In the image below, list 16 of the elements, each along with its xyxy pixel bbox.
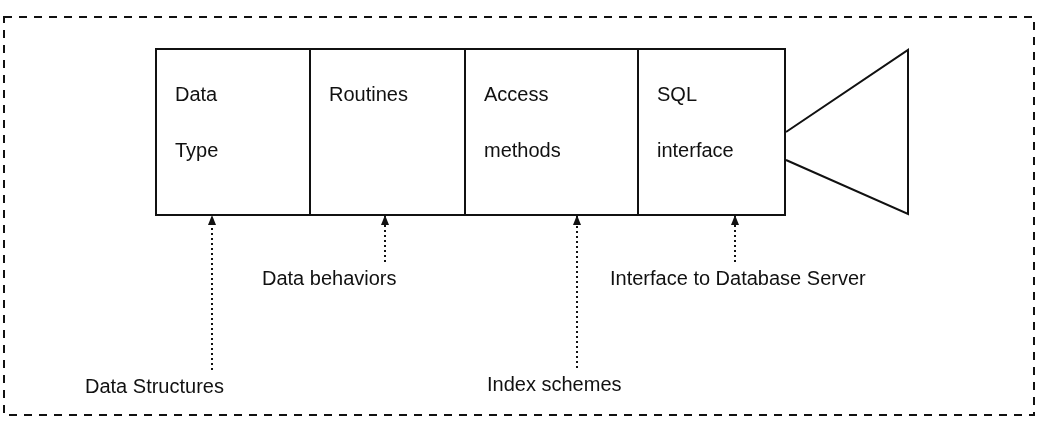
dotted-arrow (381, 215, 389, 263)
dotted-arrow (731, 215, 739, 263)
component-box (637, 48, 786, 216)
annotation-label: Interface to Database Server (610, 266, 866, 290)
dotted-arrow (573, 215, 581, 369)
component-box (309, 48, 466, 216)
component-box (464, 48, 639, 216)
box-label: Data Type (175, 82, 219, 163)
annotation-label: Index schemes (487, 372, 622, 396)
dotted-arrow (208, 215, 216, 371)
annotation-label: Data behaviors (262, 266, 397, 290)
annotation-label: Data Structures (85, 374, 224, 398)
box-label: SQL interface (657, 82, 734, 163)
box-label: Routines (329, 82, 408, 107)
box-label: Access methods (484, 82, 561, 163)
component-box (155, 48, 311, 216)
